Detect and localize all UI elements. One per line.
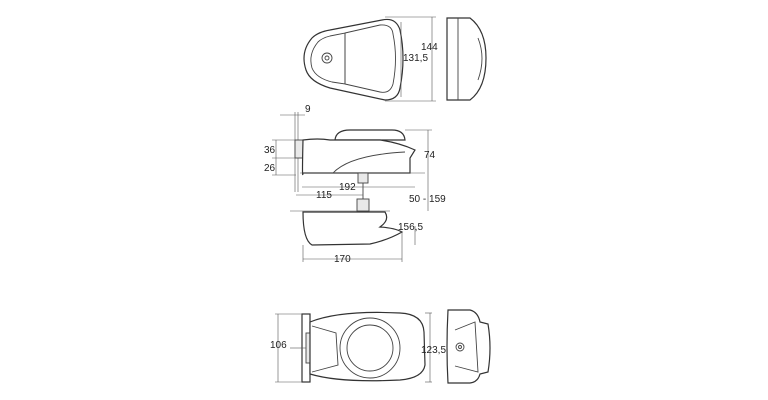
dim-36: 36	[264, 145, 276, 156]
dim-156-5: 156,5	[398, 222, 423, 233]
dim-131-5: 131,5	[403, 53, 428, 64]
dim-123-5: 123,5	[421, 345, 446, 356]
dim-115: 115	[316, 190, 332, 201]
dim-9: 9	[305, 104, 311, 115]
top-view: 144 131,5	[303, 16, 438, 102]
dim-50-159: 50 - 159	[409, 194, 446, 205]
dim-144: 144	[421, 42, 438, 53]
dim-106: 106	[270, 340, 287, 351]
front-view: 106 123,5	[270, 311, 446, 383]
dim-170: 170	[334, 254, 351, 265]
knob-inner	[346, 324, 394, 372]
lock-cylinder-icon	[321, 52, 333, 64]
dim-74: 74	[424, 150, 436, 161]
front-side-view	[446, 309, 491, 384]
dim-192: 192	[339, 182, 356, 193]
dim-26: 26	[264, 163, 276, 174]
top-side-view	[446, 17, 487, 101]
lock-cylinder-icon	[455, 342, 465, 352]
knob-outer	[339, 317, 401, 379]
side-section-view: 9 36 26 74 192 115 50 - 159 156,5 170	[264, 104, 446, 265]
